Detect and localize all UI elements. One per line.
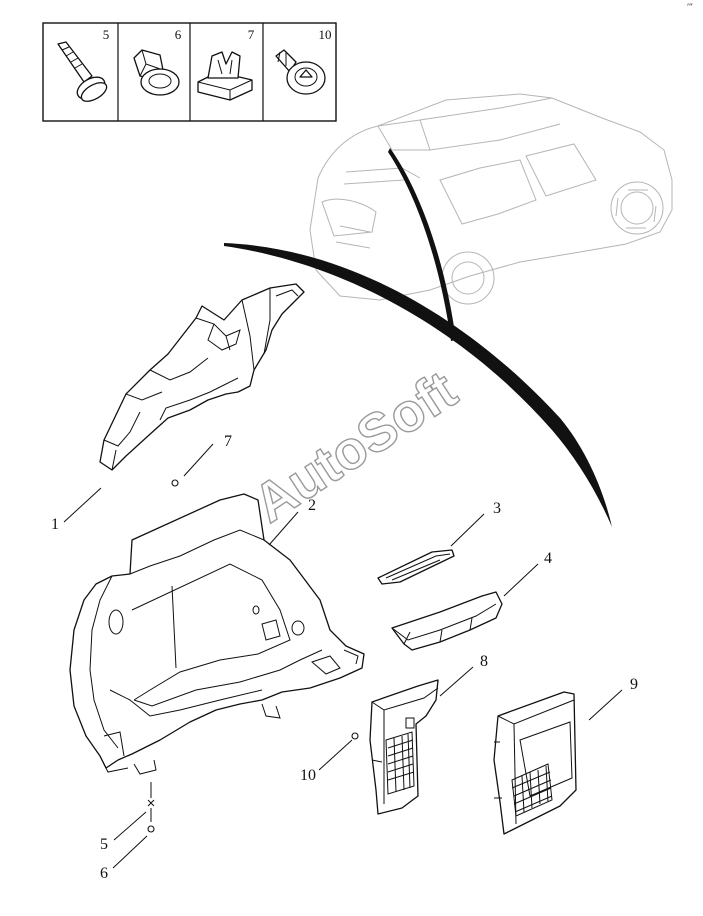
push-clip-10-marker	[351, 732, 359, 740]
grille-mesh-small	[385, 731, 415, 795]
cutaway-arc-short	[388, 148, 456, 341]
callout-9: 9	[630, 676, 638, 693]
speaker-cover-panel-part	[493, 691, 577, 835]
callout-1: 1	[51, 516, 59, 533]
fastener-table: 5 6 7 10	[42, 22, 337, 122]
clip-7-marker	[171, 479, 179, 487]
table-header-5: 5	[103, 27, 110, 42]
clip-nut-icon	[133, 49, 180, 96]
callout-8: 8	[480, 653, 488, 670]
vehicle-silhouette	[309, 93, 673, 305]
callout-4: 4	[544, 550, 552, 567]
callout-2: 2	[308, 497, 316, 514]
screw-icon	[57, 41, 108, 102]
grille-mesh-large	[511, 763, 553, 817]
sill-strip-part	[377, 549, 455, 585]
callout-6: 6	[100, 865, 108, 882]
leader-lines	[63, 443, 623, 869]
screw-5-marker	[147, 799, 155, 807]
small-grille-panel-part	[369, 679, 439, 815]
push-clip-icon	[275, 49, 326, 95]
clip-icon	[197, 51, 253, 101]
callout-7: 7	[224, 433, 232, 450]
callout-3: 3	[493, 500, 501, 517]
scuff-plate-part	[391, 591, 503, 651]
clip-nut-6-marker	[147, 825, 155, 833]
autosoft-watermark: AutoSoft	[243, 360, 467, 534]
callout-10: 10	[300, 767, 316, 784]
upper-trim-part	[99, 283, 305, 471]
table-header-10: 10	[319, 27, 332, 42]
corner-mark: ′″	[687, 2, 693, 12]
callout-5: 5	[100, 836, 108, 853]
table-header-7: 7	[248, 27, 255, 42]
table-header-6: 6	[175, 27, 182, 42]
side-trim-panel-part	[69, 493, 365, 775]
